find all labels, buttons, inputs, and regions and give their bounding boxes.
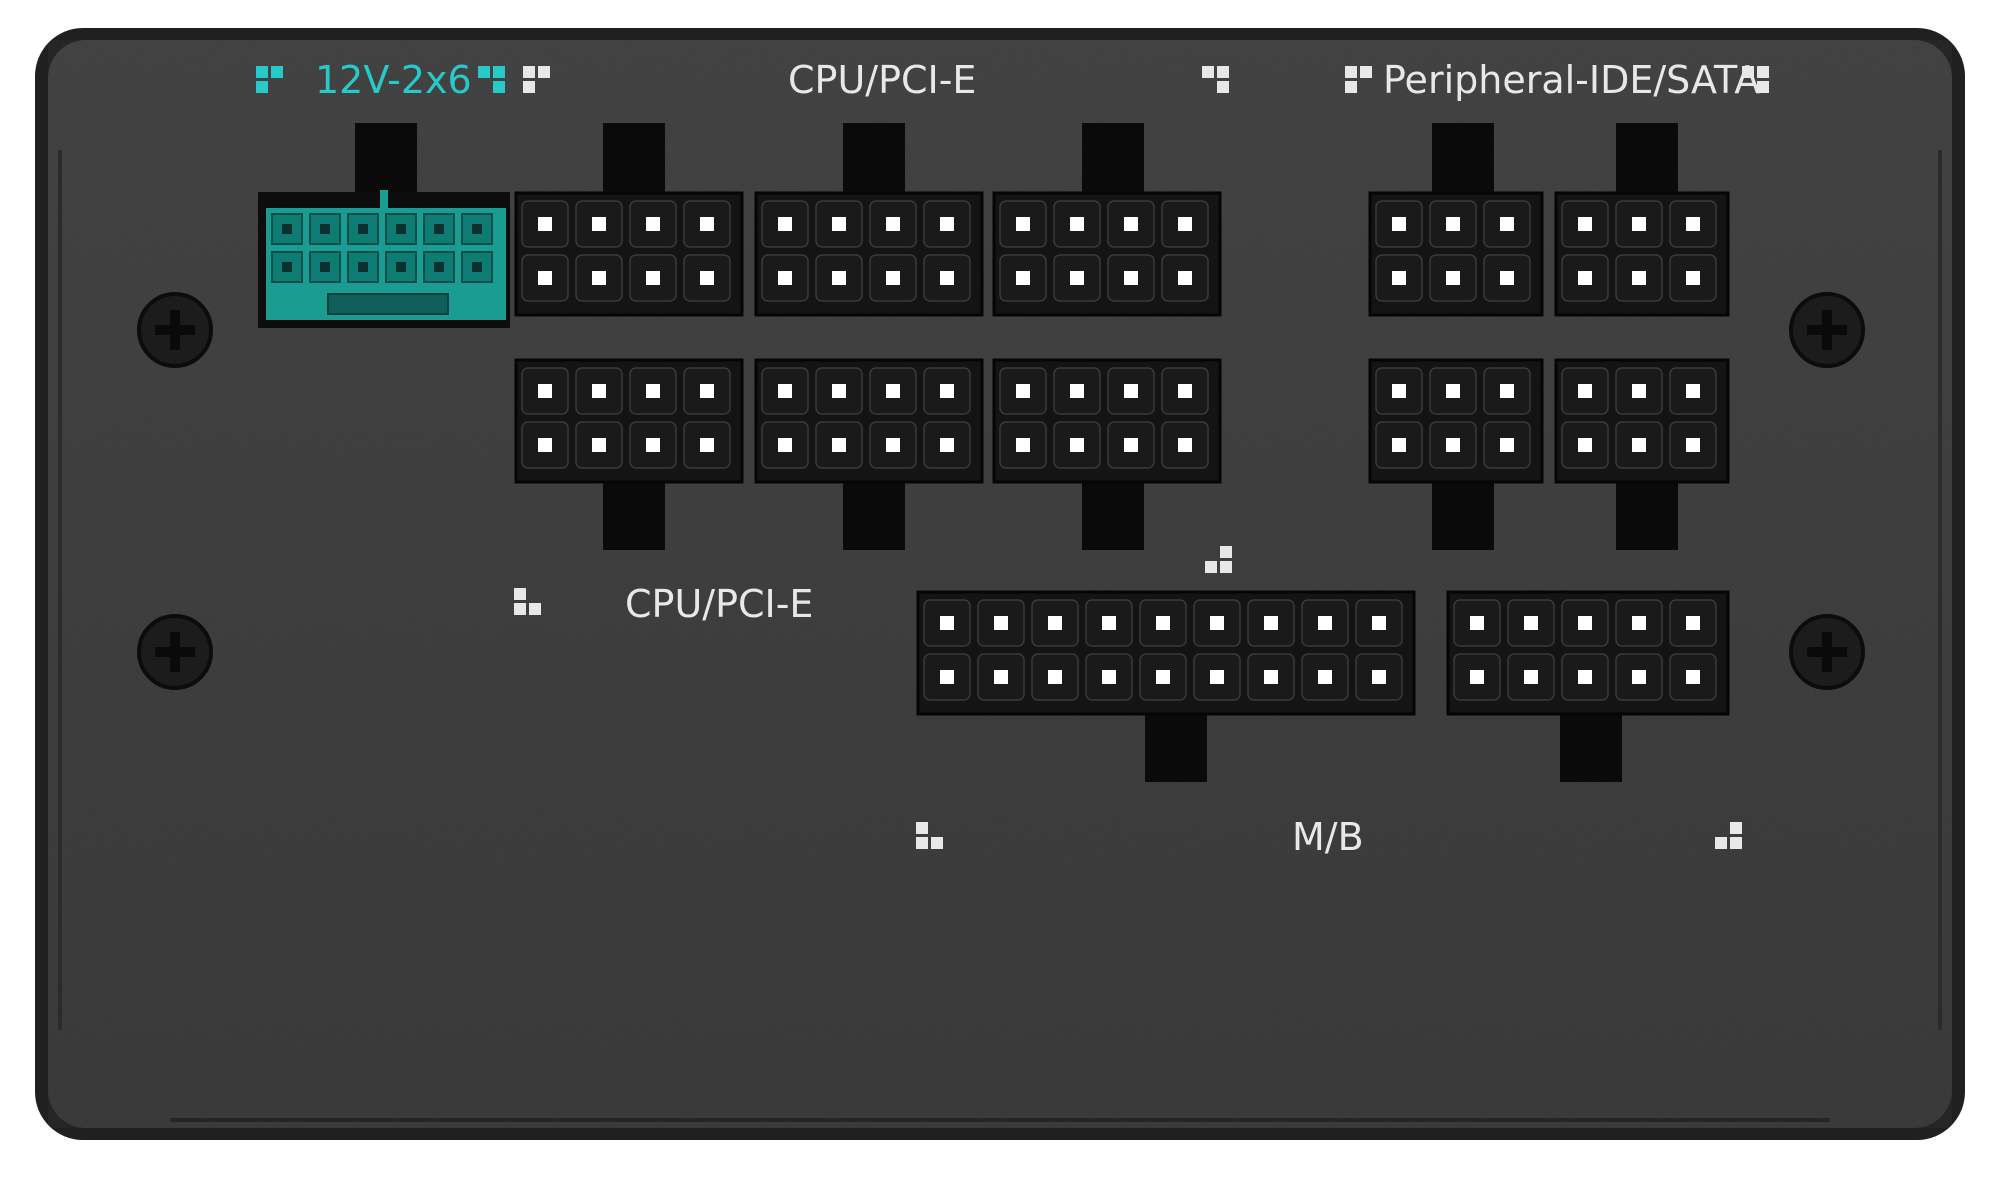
connector-peripheral-bottom-2 [1554, 358, 1730, 550]
label-cpu-pcie-top: CPU/PCI-E [788, 58, 976, 102]
connector-motherboard-main [916, 590, 1416, 782]
screw-icon [1789, 292, 1865, 368]
pin-layout-icon [1205, 546, 1232, 573]
connector-12v-2x6 [258, 123, 510, 328]
connector-motherboard-aux [1446, 590, 1730, 782]
pin-layout-icon [256, 66, 283, 93]
connector-peripheral-bottom-1 [1368, 358, 1544, 550]
label-peripheral: Peripheral-IDE/SATA [1383, 58, 1760, 102]
pin-layout-icon [1715, 822, 1742, 849]
connector-peripheral-top-2 [1554, 123, 1730, 317]
pin-cell [347, 213, 379, 245]
connector-cpu-pcie-bottom-1 [514, 358, 744, 550]
connector-cpu-pcie-top-2 [754, 123, 984, 317]
pin-layout-icon [523, 66, 550, 93]
pin-layout-icon [1202, 66, 1229, 93]
pin-layout-icon [916, 822, 943, 849]
label-cpu-pcie-bottom: CPU/PCI-E [625, 582, 813, 626]
pin-cell [461, 251, 493, 283]
connector-cpu-pcie-top-1 [514, 123, 744, 317]
pin-layout-icon [514, 588, 541, 615]
pin-layout-icon [1742, 66, 1769, 93]
pin-layout-icon [478, 66, 505, 93]
screw-icon [137, 614, 213, 690]
connector-cpu-pcie-bottom-3 [992, 358, 1222, 550]
pin-layout-icon [1345, 66, 1372, 93]
connector-peripheral-top-1 [1368, 123, 1544, 317]
label-motherboard: M/B [1292, 815, 1364, 859]
screw-icon [1789, 614, 1865, 690]
connector-cpu-pcie-top-3 [992, 123, 1222, 317]
connector-cpu-pcie-bottom-2 [754, 358, 984, 550]
label-12v-2x6: 12V-2x6 [315, 58, 472, 102]
pin-cell [423, 251, 455, 283]
screw-icon [137, 292, 213, 368]
